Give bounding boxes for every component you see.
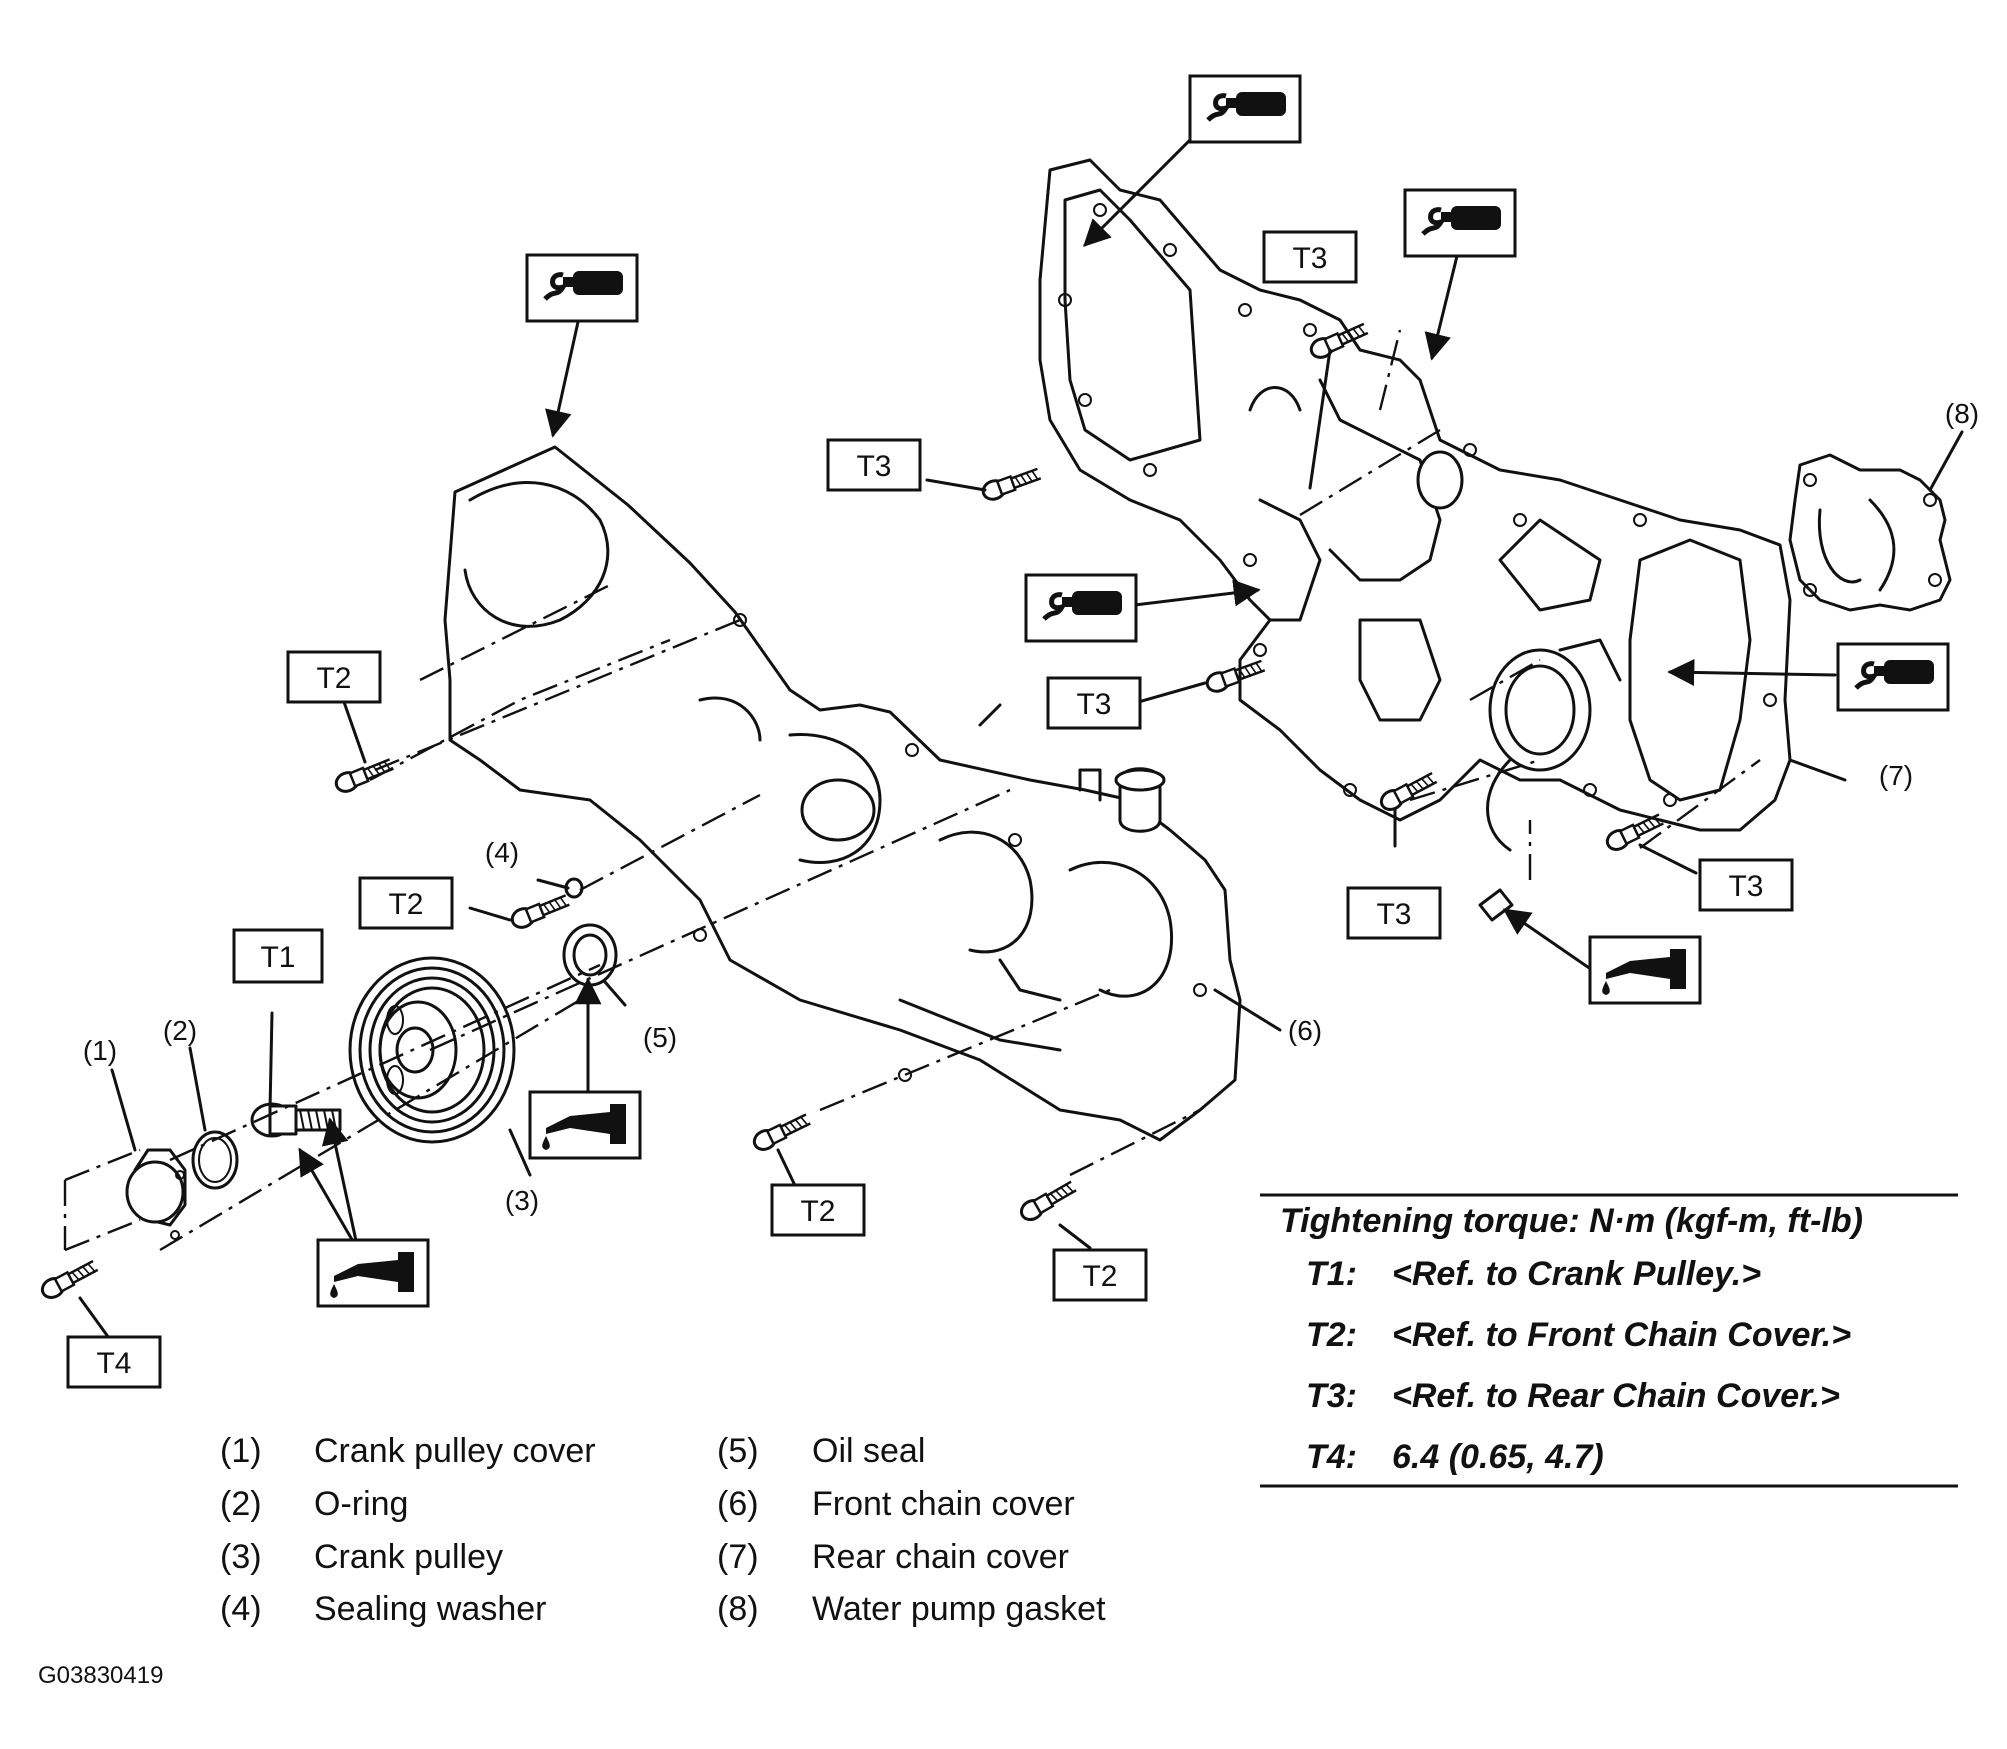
legend-label: O-ring	[314, 1485, 408, 1523]
alignment-lines	[159, 329, 1761, 1252]
torque-box-t2: T2	[770, 1183, 866, 1237]
oil-seal	[562, 923, 618, 987]
svg-text:T4: T4	[96, 1347, 131, 1380]
legend-num: (6)	[717, 1485, 759, 1523]
svg-text:T2: T2	[1082, 1260, 1117, 1293]
rear-chain-cover	[1038, 158, 1792, 832]
front-chain-cover	[443, 445, 1242, 1142]
legend-label: Crank pulley	[314, 1538, 503, 1576]
legend-label: Crank pulley cover	[314, 1432, 596, 1470]
legend-num: (8)	[717, 1590, 759, 1628]
torque-table: Tightening torque: N·m (kgf-m, ft-lb) T1…	[1260, 1193, 1958, 1488]
torque-box-t2: T2	[358, 876, 454, 930]
oil-icon	[1588, 935, 1702, 1005]
oil-icon	[316, 1238, 430, 1308]
sealant-icon	[1405, 190, 1515, 256]
svg-text:T3: T3	[1376, 898, 1411, 931]
torque-labels: T1 T2 T2 T2 T2 T3 T3 T3	[66, 230, 1794, 1389]
svg-text:T3: T3	[1292, 242, 1327, 275]
torque-key: T2:	[1306, 1316, 1357, 1354]
parts-legend: (1) Crank pulley cover (2) O-ring (3) Cr…	[220, 1432, 1106, 1628]
torque-box-t1: T1	[232, 928, 324, 984]
legend-num: (4)	[220, 1590, 262, 1628]
callout-1: (1)	[83, 1035, 117, 1066]
torque-value: <Ref. to Rear Chain Cover.>	[1392, 1377, 1840, 1415]
torque-value: <Ref. to Crank Pulley.>	[1392, 1255, 1761, 1293]
legend-label: Front chain cover	[812, 1485, 1075, 1523]
legend-num: (3)	[220, 1538, 262, 1576]
legend-label: Sealing washer	[314, 1590, 546, 1628]
torque-box-t3: T3	[1262, 230, 1358, 284]
torque-key: T3:	[1306, 1377, 1357, 1415]
sealant-icon	[1026, 575, 1136, 641]
torque-box-t4: T4	[66, 1335, 162, 1389]
callout-3: (3)	[505, 1185, 539, 1216]
torque-value: 6.4 (0.65, 4.7)	[1392, 1438, 1604, 1476]
legend-num: (7)	[717, 1538, 759, 1576]
torque-box-t3: T3	[1346, 886, 1442, 940]
torque-box-t2: T2	[1052, 1248, 1148, 1302]
svg-text:T3: T3	[856, 450, 891, 483]
sealant-icon	[1838, 644, 1948, 710]
svg-text:T3: T3	[1728, 870, 1763, 903]
torque-table-title: Tightening torque: N·m (kgf-m, ft-lb)	[1280, 1202, 1863, 1240]
torque-box-t3: T3	[1698, 858, 1794, 912]
torque-box-t3: T3	[826, 438, 922, 492]
water-pump-gasket	[1788, 453, 1952, 612]
sealant-icon	[527, 255, 637, 321]
svg-text:T1: T1	[260, 941, 295, 974]
legend-num: (1)	[220, 1432, 262, 1470]
torque-box-t3: T3	[1046, 676, 1142, 730]
torque-key: T1:	[1306, 1255, 1357, 1293]
torque-box-t2: T2	[286, 650, 382, 704]
callout-8: (8)	[1945, 398, 1979, 429]
crank-pulley-cover	[63, 1148, 187, 1252]
svg-text:T2: T2	[316, 662, 351, 695]
callout-7: (7)	[1879, 760, 1913, 791]
callout-4: (4)	[485, 837, 519, 868]
callout-2: (2)	[163, 1015, 197, 1046]
oil-icon	[528, 1090, 642, 1160]
legend-label: Oil seal	[812, 1432, 925, 1470]
figure-code: G03830419	[38, 1662, 163, 1689]
callout-6: (6)	[1288, 1015, 1322, 1046]
legend-label: Water pump gasket	[812, 1590, 1106, 1628]
sealant-icon	[1190, 76, 1300, 142]
legend-num: (5)	[717, 1432, 759, 1470]
crank-pulley-bolt	[250, 1102, 342, 1138]
torque-key: T4:	[1306, 1438, 1357, 1476]
callout-numbers: (1) (2) (3) (4) (5) (6) (7) (8)	[83, 398, 1979, 1216]
o-ring	[191, 1130, 239, 1190]
torque-value: <Ref. to Front Chain Cover.>	[1392, 1316, 1851, 1354]
svg-text:T2: T2	[800, 1195, 835, 1228]
legend-num: (2)	[220, 1485, 262, 1523]
svg-text:T3: T3	[1076, 688, 1111, 721]
callout-5: (5)	[643, 1022, 677, 1053]
legend-label: Rear chain cover	[812, 1538, 1069, 1576]
dowel-pin	[1478, 888, 1514, 922]
svg-text:T2: T2	[388, 888, 423, 921]
